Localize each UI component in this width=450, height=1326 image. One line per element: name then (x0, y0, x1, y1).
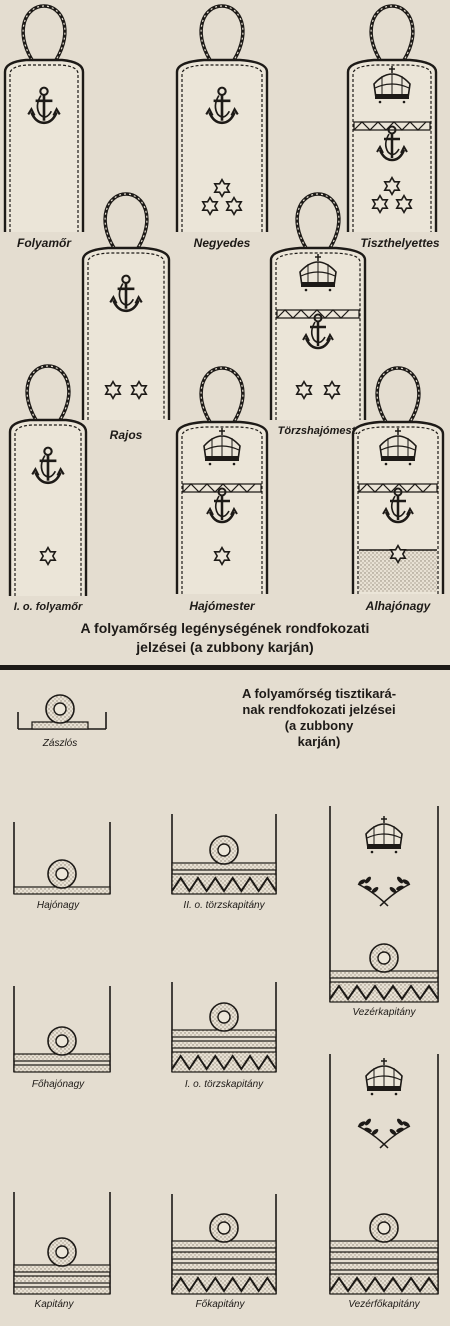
rank-label-tiszthelyettes: Tiszthelyettes (360, 236, 440, 250)
sleeve-insignia (31, 694, 89, 730)
officer-caption: A folyamőrség tisztikará- nak rendfokoza… (188, 686, 450, 750)
rank-label-alhajonagy: Alhajónagy (365, 599, 431, 613)
button-loop-icon (25, 364, 71, 421)
sleeve-insignia (329, 1054, 439, 1295)
rank-label-io-folyamor: I. o. folyamőr (13, 601, 83, 613)
zigzag-band (171, 1054, 277, 1071)
rank-label-io-torzskapitany: I. o. törzskapitány (184, 1079, 264, 1090)
rank-label-vezerfokapitany: Vezérfőkapitány (348, 1299, 420, 1310)
enlisted-caption-line1: A folyamőrség legénységének rondfokozati (80, 620, 370, 636)
rank-band (171, 1262, 277, 1271)
crown-icon (365, 1057, 403, 1097)
rank-label-fohajonagy: Főhajónagy (31, 1079, 85, 1090)
rank-band (171, 1251, 277, 1260)
rank-label-zaszlos: Zászlós (42, 738, 78, 749)
shoulder-board (175, 366, 269, 594)
officer-caption-line4: karján) (297, 734, 341, 749)
zigzag-band (329, 984, 439, 1001)
sleeve-insignia (171, 814, 277, 895)
sleeve-insignia (13, 1192, 111, 1295)
rank-label-rajos: Rajos (109, 428, 143, 442)
laurel-icon (356, 874, 412, 907)
button-loop-icon (21, 4, 67, 61)
sleeve-insignia (329, 806, 439, 1003)
section-divider (0, 665, 450, 670)
rank-label-torzshajomester: Törzshajómest. (277, 425, 359, 437)
zigzag-band (171, 876, 277, 893)
button-loop-icon (199, 4, 245, 61)
enlisted-insignia (3, 4, 445, 596)
officer-caption-line3: (a zubbony (284, 718, 354, 733)
button-loop-icon (375, 366, 421, 423)
rank-label-folyamor: Folyamőr (16, 236, 72, 250)
rank-band (329, 1251, 439, 1260)
button-loop-icon (199, 366, 245, 423)
button-loop-icon (369, 4, 415, 61)
rank-label-hajonagy: Hajónagy (36, 900, 80, 911)
rank-label-iio-torzskapitany: II. o. törzskapitány (183, 900, 265, 911)
button-loop-icon (103, 192, 149, 249)
sleeve-insignia (171, 1194, 277, 1295)
rank-band (13, 1286, 111, 1295)
laurel-icon (356, 1116, 412, 1149)
officer-caption-line1: A folyamőrség tisztikará- (241, 686, 397, 701)
rank-label-fokapitany: Főkapitány (195, 1299, 245, 1310)
rank-band (329, 1262, 439, 1271)
shoulder-board (346, 4, 438, 232)
rank-band (171, 1040, 277, 1049)
crown-icon (365, 815, 403, 855)
button-loop-icon (295, 192, 341, 249)
zigzag-band (329, 1276, 439, 1293)
shoulder-board (269, 192, 367, 420)
shoulder-board (81, 192, 171, 420)
rank-label-negyedes: Negyedes (193, 236, 251, 250)
enlisted-caption-line2: jelzései (a zubbony karján) (136, 639, 314, 655)
sleeve-insignia (13, 986, 111, 1073)
shoulder-board (3, 4, 85, 232)
sleeve-insignia (171, 982, 277, 1073)
shoulder-board (351, 366, 445, 594)
rank-band (13, 1275, 111, 1284)
rank-band (13, 1064, 111, 1073)
shoulder-board (175, 4, 269, 232)
sleeve-insignia (13, 822, 111, 895)
officer-caption-line2: nak rendfokozati jelzései (242, 702, 396, 717)
rank-label-hajomester: Hajómester (189, 599, 255, 613)
shoulder-board (8, 364, 88, 596)
rank-label-kapitany: Kapitány (34, 1299, 74, 1310)
zigzag-band (171, 1276, 277, 1293)
officer-insignia (13, 694, 439, 1295)
rank-label-vezerkapitany: Vezérkapitány (352, 1007, 416, 1018)
